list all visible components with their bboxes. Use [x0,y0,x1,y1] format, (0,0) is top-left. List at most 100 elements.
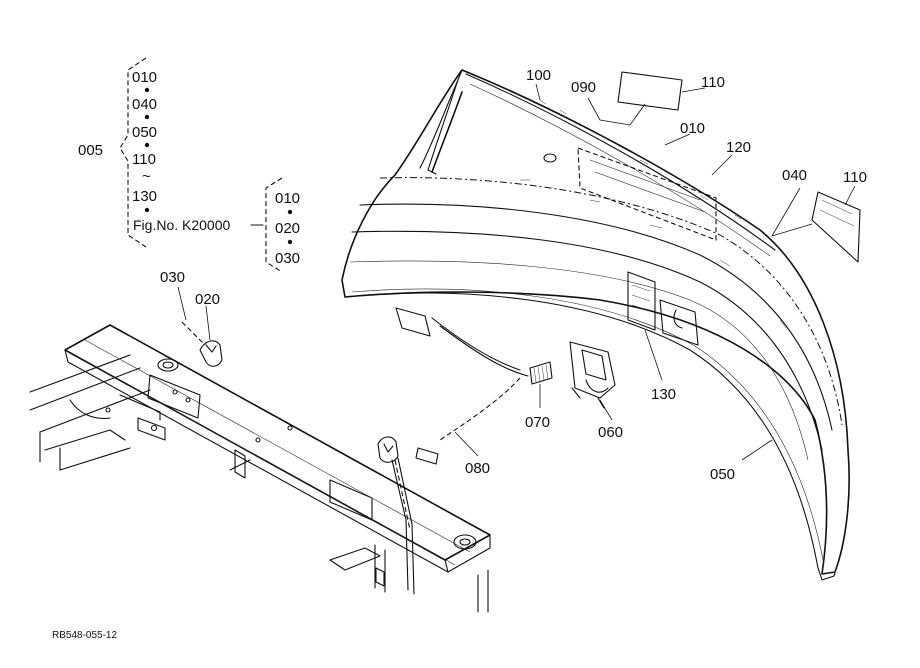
frame-hole [255,437,261,443]
legend-assembly-number: 005 [78,142,103,159]
callout-020: 020 [195,291,220,308]
legend-dot [144,142,150,148]
harness-connector [415,447,439,465]
stay-020-right [377,436,399,463]
leader-110-top [681,87,706,93]
callout-050: 050 [710,466,735,483]
callout-090: 090 [571,79,596,96]
leader-040 [771,187,813,237]
callout-110-top: 110 [701,74,725,91]
leader-090 [587,97,646,126]
frame-center-bracket [229,459,251,471]
stay-030-left-hidden [181,321,206,346]
legend-b-item-1: 010 [275,190,300,207]
frame-main-bar-edge [444,559,449,573]
frame-left-bracket [119,394,161,421]
fender-outline [341,69,850,575]
frame-main-bar [64,324,491,561]
leader-030 [177,286,187,321]
legend-fig-reference: Fig.No. K20000 [133,217,230,233]
frame-right-upright [477,569,489,613]
legend-a-item-4: 110 [132,151,156,168]
legend-bracket-b [265,177,283,273]
leader-120 [711,154,733,176]
frame-right-bracket [329,479,373,521]
fender-band-hidden [379,177,843,426]
frame-hole [105,407,111,413]
lamp-lens [581,349,607,381]
fender-hole [543,153,557,163]
leader-050 [741,439,773,461]
leader-100 [535,83,541,101]
frame-boss-left-inner [162,361,174,369]
leader-010 [664,133,691,146]
callout-080: 080 [465,460,490,477]
callout-010: 010 [680,120,705,137]
callout-070: 070 [525,414,550,431]
frame-structure [29,324,491,613]
lamp-socket [585,379,609,393]
leader-lines [177,83,856,461]
lamp-socket-tab [571,387,605,409]
stay-brackets [181,321,413,531]
frame-left-bracket [137,417,166,441]
frame-hole [185,397,191,403]
legend-dot [144,114,150,120]
stay-hidden-line [394,459,411,531]
legend-range-symbol: ~ [142,168,151,185]
lamp-assembly [529,341,616,409]
frame-right-bracket-leg [374,544,386,593]
frame-hole [172,389,178,395]
stay-020-left [199,340,223,367]
fender-band [349,260,809,461]
fender-front-rib [427,79,459,175]
legend-dot [144,87,150,93]
frame-right-bracket-clip [375,567,385,587]
frame-plate-left [147,374,201,419]
fender-front-rib [431,91,463,173]
legend-a-item-2: 040 [132,96,157,113]
fender-lower-arc [351,288,825,566]
lamp-bulb [529,361,553,385]
frame-bolt [150,424,158,432]
frame-boss-right [453,534,477,550]
frame-right-upright [405,519,415,595]
fender-tip [817,567,836,581]
frame-upright [39,431,61,471]
legend-dot [287,209,293,215]
fender-lower-arc [344,292,819,569]
fender-top-rail [469,83,771,257]
leader-130 [644,329,663,381]
fender-front-flange [419,69,463,169]
stay-020-right-detail [383,443,394,453]
frame-boss-right-inner [459,538,471,546]
frame-right-bracket-plate [329,547,381,571]
decal-right-shade [819,199,855,227]
frame-left-lower [69,399,111,419]
lamp-housing [569,341,616,399]
leader-060 [599,399,613,421]
callouts: 100 090 110 010 120 040 110 030 020 070 … [160,67,867,483]
fender-tab [395,307,431,337]
fender-band [351,230,823,451]
frame-hole [287,425,293,431]
decal-top [617,71,683,111]
frame-center-bracket [234,449,246,479]
drawing-code: RB548-055-12 [52,630,117,641]
fender-hidden-panel-detail [589,159,706,213]
fender-hidden-panel [577,147,717,241]
callout-100: 100 [526,67,551,84]
legend-b-item-2: 020 [275,220,300,237]
fender-band [359,203,833,431]
lamp-bulb-thread [533,364,549,383]
frame-lower-rail [29,354,151,433]
fender-surface-marks [520,99,787,329]
stay-020-left-detail [205,344,217,353]
frame-boss-left [157,358,179,372]
legend-a-item-3: 050 [132,124,157,141]
fender-window-hatch [631,284,651,312]
callout-060: 060 [598,424,623,441]
decal-right [811,191,861,263]
callout-120: 120 [726,139,751,156]
